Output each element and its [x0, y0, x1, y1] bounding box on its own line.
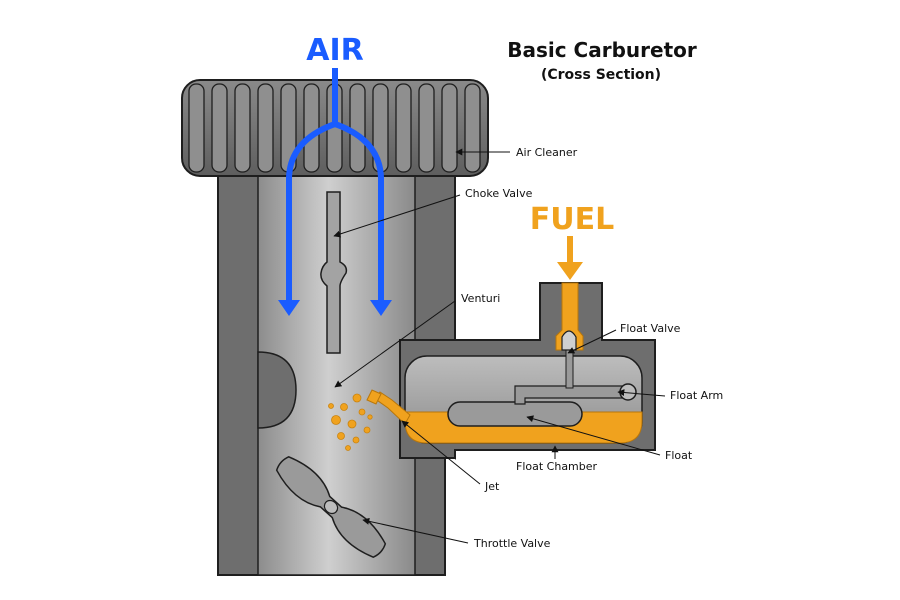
float-label: Float: [665, 449, 693, 462]
air-label: AIR: [306, 33, 363, 68]
venturi-label: Venturi: [461, 292, 500, 305]
air-arrowheads: [278, 300, 392, 316]
air-flow-arrows: [286, 68, 384, 300]
throttle-valve-label: Throttle Valve: [473, 537, 551, 550]
fuel-inlet: [555, 282, 584, 351]
fuel-flow-arrow: [557, 236, 583, 280]
diagram-title: Basic Carburetor: [507, 38, 697, 62]
diagram-subtitle: (Cross Section): [541, 67, 661, 83]
float-valve: [561, 330, 577, 351]
fuel-label: FUEL: [530, 202, 614, 237]
float-valve-label: Float Valve: [620, 322, 681, 335]
choke-valve-label: Choke Valve: [465, 187, 533, 200]
float-valve-stem: [565, 349, 574, 389]
fuel-spray: [328, 393, 373, 451]
air-cleaner-element: [188, 83, 481, 173]
float: [447, 401, 583, 427]
jet: [366, 389, 382, 405]
leader-lines: [333, 148, 666, 544]
venturi-bulge: [257, 351, 297, 429]
float-chamber-label: Float Chamber: [516, 460, 598, 473]
jet-label: Jet: [484, 480, 500, 493]
float-arm-label: Float Arm: [670, 389, 723, 402]
air-cleaner-label: Air Cleaner: [516, 146, 578, 159]
throttle-valve: [275, 456, 387, 558]
